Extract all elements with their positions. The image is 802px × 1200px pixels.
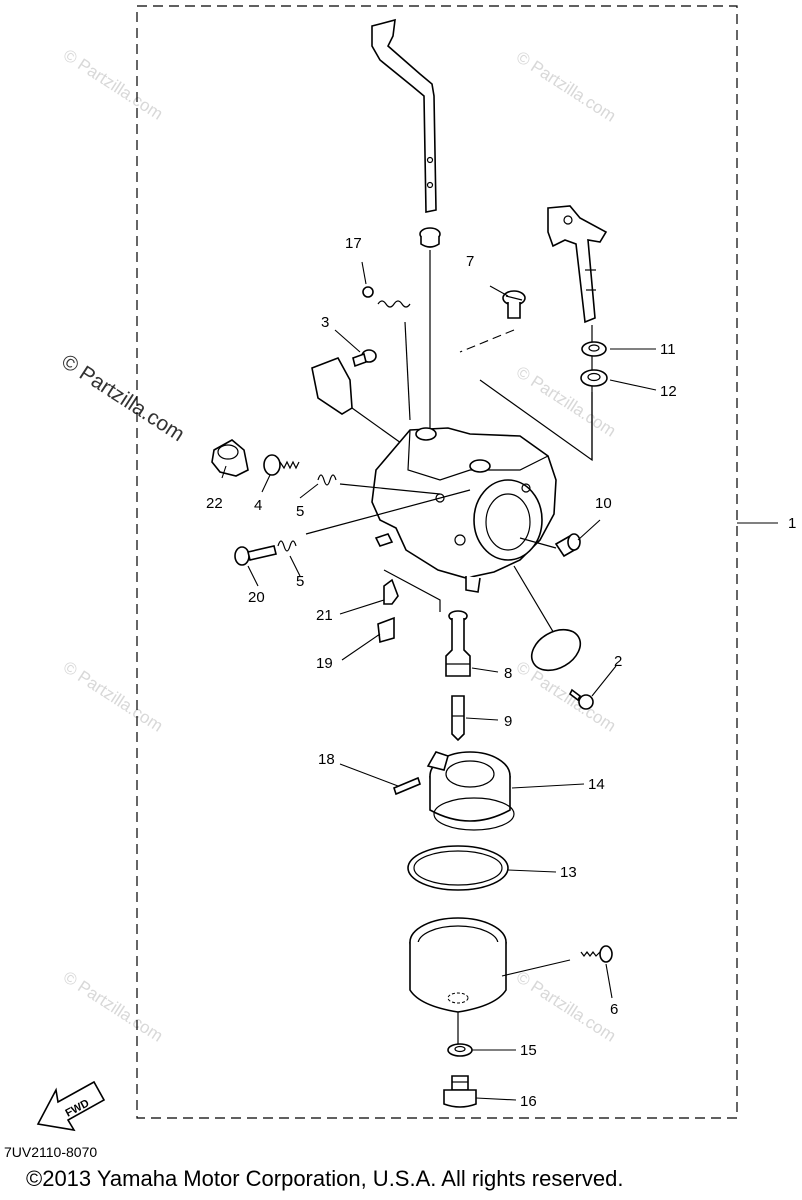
cap-22: [211, 439, 249, 477]
reference-code: 7UV2110-8070: [4, 1144, 98, 1160]
watermark: © Partzilla.com: [60, 967, 166, 1045]
watermark: © Partzilla.com: [513, 967, 619, 1045]
gasket-13: [407, 845, 509, 891]
watermark: © Partzilla.com: [513, 657, 619, 735]
screw-3: [352, 349, 377, 368]
leader-lines: [221, 261, 657, 1101]
callout-number: 10: [595, 495, 612, 512]
assembly-boundary: [136, 5, 738, 1119]
gasket-14: [433, 797, 515, 831]
callout-number: 2: [614, 653, 622, 670]
washer-12: [580, 369, 608, 387]
drain-bolt-16: [443, 1075, 477, 1108]
ball-17: [362, 286, 374, 298]
assembly-line: [339, 483, 441, 495]
float-bowl: [409, 917, 507, 1013]
needle-valve-21: [383, 578, 399, 605]
assembly-line: [459, 329, 515, 353]
callout-number: 1: [788, 515, 796, 532]
callout-number: 20: [248, 589, 265, 606]
watermark-prominent: © Partzilla.com: [57, 350, 188, 446]
callout-number: 5: [296, 573, 304, 590]
callout-number: 4: [254, 497, 262, 514]
fwd-arrow-icon: FWD: [36, 1080, 106, 1132]
callout-number: 13: [560, 864, 577, 881]
assembly-line: [519, 537, 557, 549]
washer-11: [581, 341, 607, 357]
assembly-line: [305, 489, 471, 535]
assembly-line: [404, 321, 411, 421]
callout-number: 18: [318, 751, 335, 768]
clip-19: [377, 616, 395, 644]
main-nozzle-8: [445, 610, 471, 677]
spring-5-lower: [277, 540, 297, 552]
screw-6: [580, 945, 613, 963]
watermark: © Partzilla.com: [60, 45, 166, 123]
float-14: [426, 751, 511, 822]
main-jet-9: [451, 695, 465, 742]
washer-15: [447, 1043, 473, 1057]
screw-2: [568, 688, 594, 710]
throttle-lever: [371, 18, 437, 213]
callout-number: 16: [520, 1093, 537, 1110]
assembly-line: [351, 407, 409, 449]
callout-number: 8: [504, 665, 512, 682]
spring-17: [377, 300, 411, 308]
choke-lever: [547, 205, 608, 324]
assembly-line: [383, 569, 441, 612]
callout-number: 3: [321, 314, 329, 331]
carburetor-body: [371, 427, 557, 593]
callout-number: 9: [504, 713, 512, 730]
assembly-line: [513, 565, 559, 641]
callout-number: 17: [345, 235, 362, 252]
callout-number: 21: [316, 607, 333, 624]
float-pin-18: [393, 776, 421, 796]
callout-group: 1 2 3 4 5 5 6 7 8 9 10 11 12 13 14 15 16…: [206, 235, 796, 1110]
watermark: © Partzilla.com: [513, 47, 619, 125]
callout-number: 7: [466, 253, 474, 270]
screw-20: [234, 545, 277, 566]
screw-7: [502, 290, 526, 319]
watermark: © Partzilla.com: [60, 657, 166, 735]
callout-number: 15: [520, 1042, 537, 1059]
callout-number: 6: [610, 1001, 618, 1018]
screw-4: [263, 454, 300, 476]
callout-number: 22: [206, 495, 223, 512]
callout-number: 12: [660, 383, 677, 400]
callout-number: 5: [296, 503, 304, 520]
choke-plate-2: [530, 628, 582, 672]
assembly-line: [479, 379, 593, 462]
shaft-seal: [419, 227, 441, 248]
callout-number: 19: [316, 655, 333, 672]
callout-number: 11: [660, 341, 676, 358]
callout-number: 14: [588, 776, 605, 793]
jet-10: [554, 533, 581, 558]
spring-5-upper: [317, 474, 337, 486]
copyright-notice: ©2013 Yamaha Motor Corporation, U.S.A. A…: [26, 1166, 624, 1191]
cover-plate: [311, 357, 353, 415]
